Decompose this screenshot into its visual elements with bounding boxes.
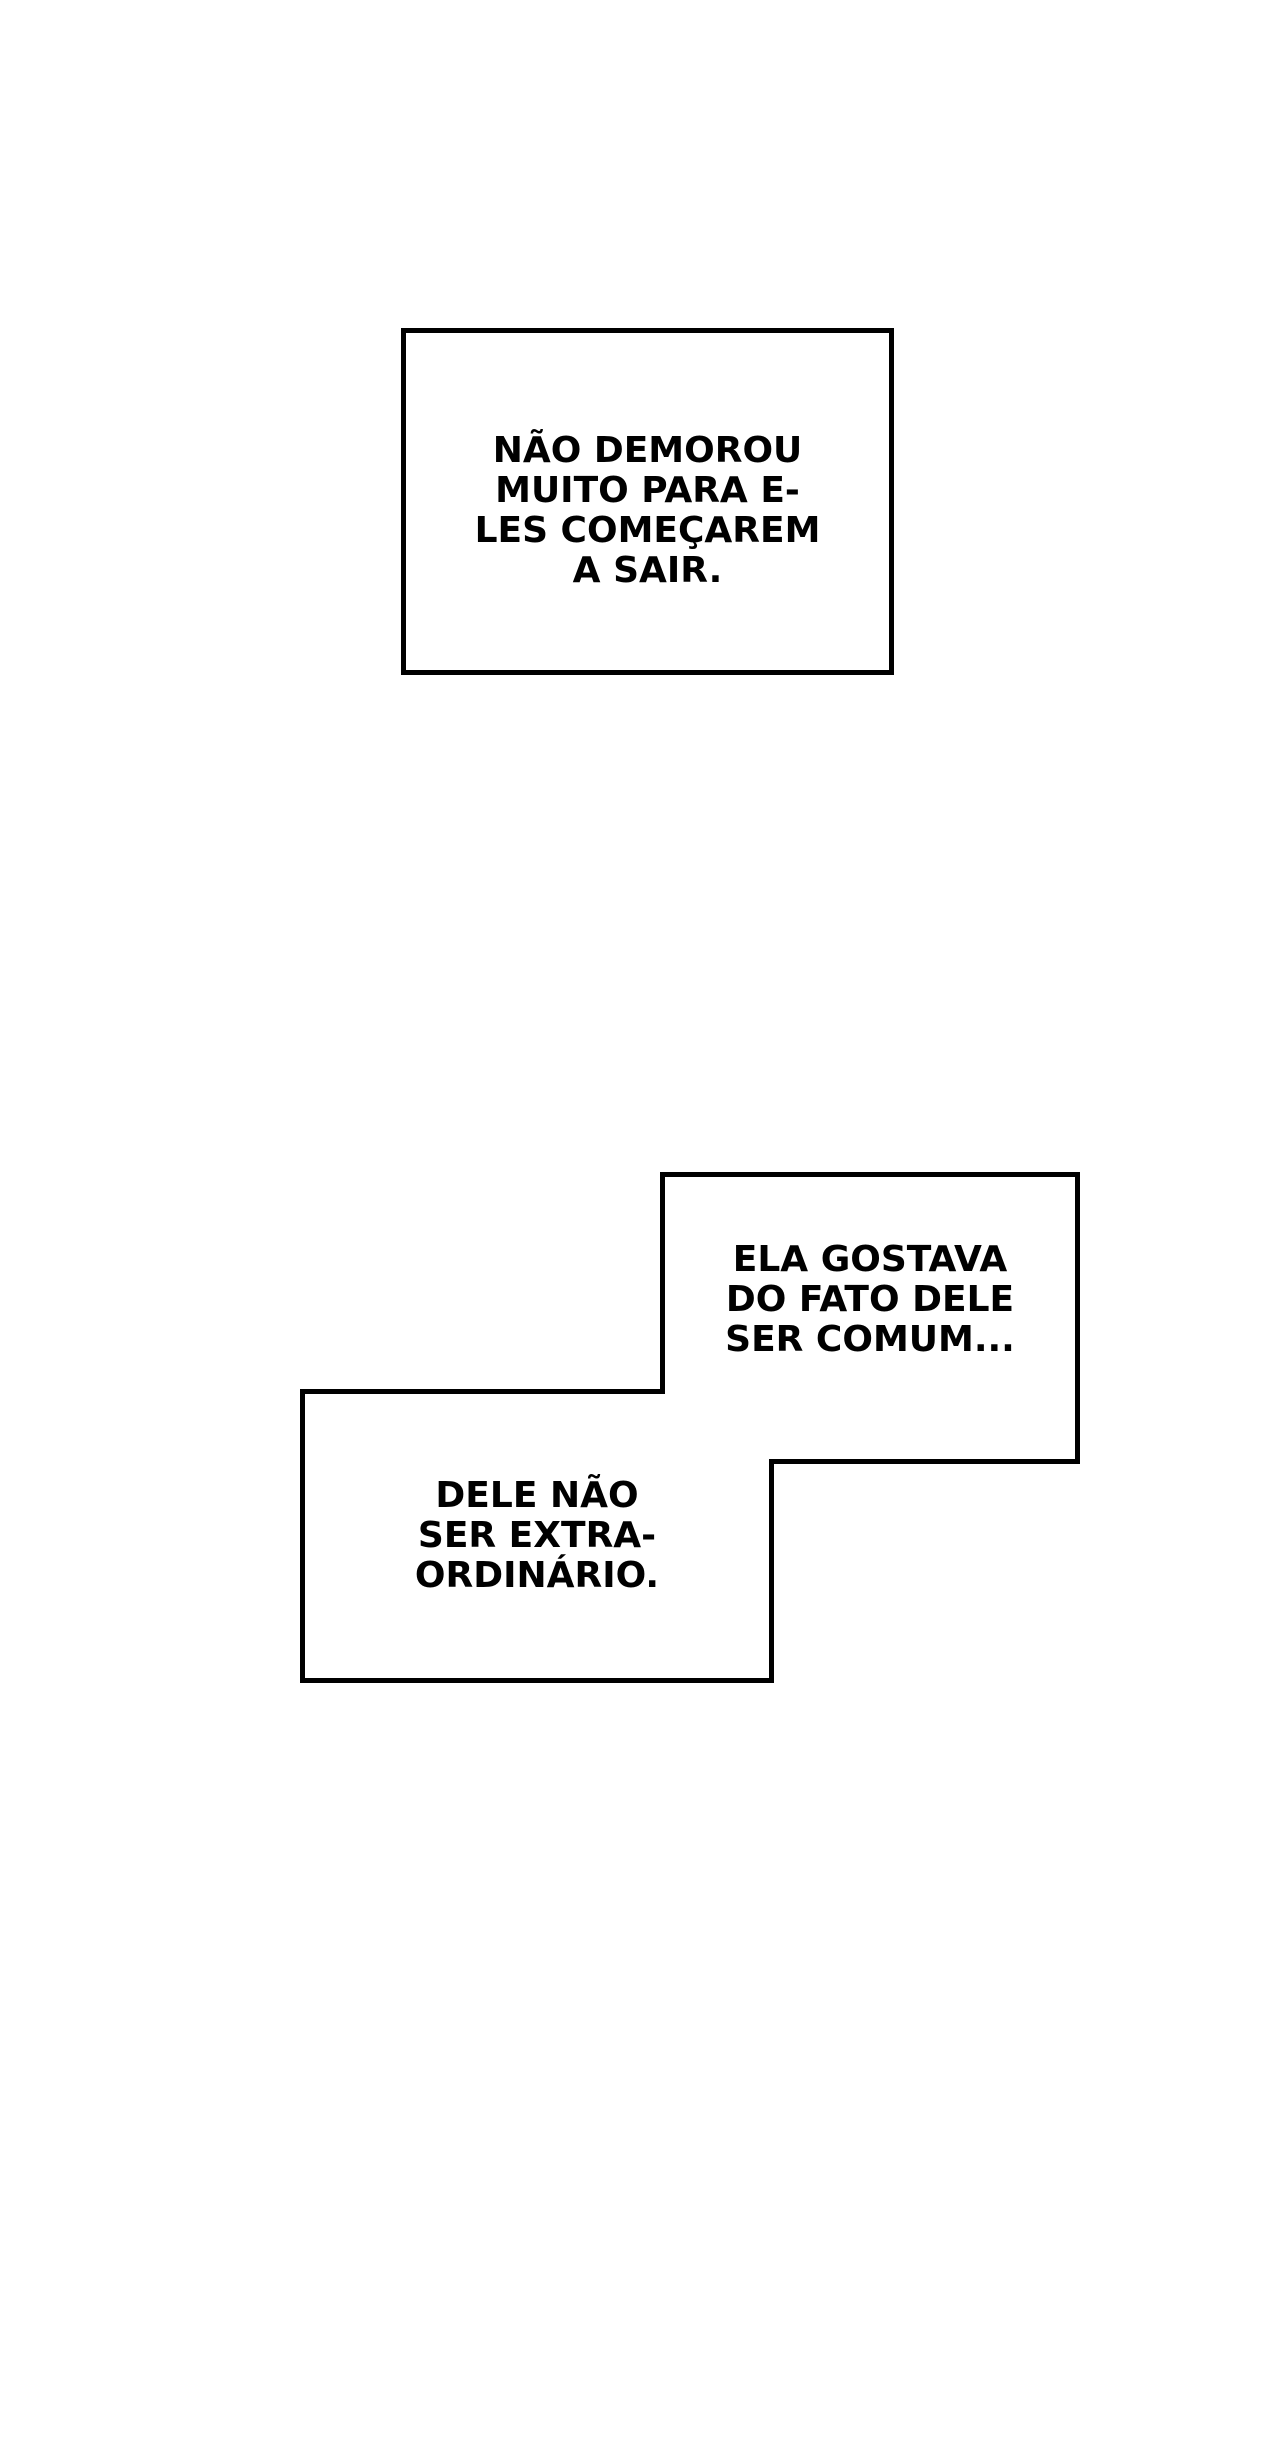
narration-line: SER EXTRA- bbox=[417, 1515, 657, 1556]
narration-box-right: ELA GOSTAVA DO FATO DELE SER COMUM... bbox=[660, 1172, 1080, 1464]
merged-panel-outline bbox=[300, 1172, 1080, 1683]
narration-line: DO FATO DELE bbox=[725, 1279, 1015, 1320]
narration-line: DELE NÃO bbox=[435, 1475, 639, 1516]
narration-line: SER COMUM... bbox=[725, 1319, 1015, 1360]
narration-line: LES COMEÇAREM bbox=[474, 510, 821, 551]
narration-line: A SAIR. bbox=[572, 550, 723, 591]
narration-line: MUITO PARA E- bbox=[495, 470, 800, 511]
narration-box-top: NÃO DEMOROU MUITO PARA E- LES COMEÇAREM … bbox=[401, 328, 894, 675]
narration-line: NÃO DEMOROU bbox=[492, 430, 803, 471]
narration-box-left: DELE NÃO SER EXTRA- ORDINÁRIO. bbox=[300, 1389, 774, 1683]
panel-outline-path bbox=[300, 1172, 1080, 1683]
narration-line: ELA GOSTAVA bbox=[732, 1239, 1008, 1280]
narration-line: ORDINÁRIO. bbox=[414, 1555, 660, 1596]
